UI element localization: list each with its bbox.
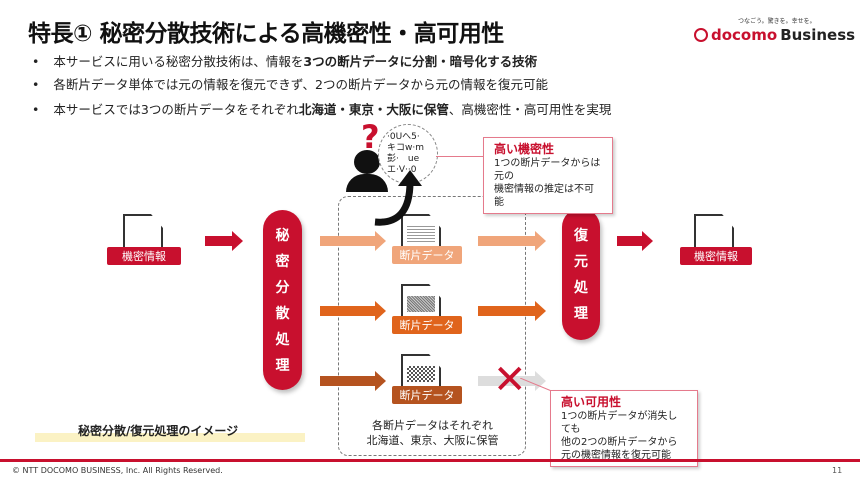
lost-cross-icon: ✕ <box>493 357 527 403</box>
process-char: 元 <box>574 254 588 270</box>
fragment-label: 断片データ <box>392 316 462 334</box>
diagram-caption: 秘密分散/復元処理のイメージ <box>78 424 239 438</box>
fragment-arrow-icon <box>478 301 546 321</box>
fragment-arrow-icon <box>320 231 386 251</box>
logo-sub: Business <box>780 26 856 44</box>
restore-process-pill: 復元処理 <box>562 208 600 340</box>
arrow-icon <box>617 231 653 251</box>
footer-divider <box>0 459 860 462</box>
input-label: 機密情報 <box>107 247 181 265</box>
bullet-item: •本サービスでは3つの断片データをそれぞれ北海道・東京・大阪に保管、高機密性・高… <box>32 102 612 117</box>
fragment-arrow-icon <box>320 301 386 321</box>
bullet-list: •本サービスに用いる秘密分散技術は、情報を3つの断片データに分割・暗号化する技術… <box>32 50 611 121</box>
process-char: 理 <box>275 358 290 374</box>
question-mark-icon: ? <box>361 118 380 156</box>
bullet-item: •本サービスに用いる秘密分散技術は、情報を3つの断片データに分割・暗号化する技術 <box>32 54 538 69</box>
page-number: 11 <box>832 466 843 475</box>
process-char: 復 <box>574 228 588 244</box>
process-char: 密 <box>275 254 290 270</box>
fragment-label: 断片データ <box>392 386 462 404</box>
curved-arrow-icon <box>374 170 422 226</box>
arrow-icon <box>205 231 243 251</box>
fragment-arrow-icon <box>478 371 546 391</box>
callout-connector <box>436 156 484 157</box>
process-char: 理 <box>574 306 588 322</box>
process-char: 処 <box>275 332 290 348</box>
confidentiality-callout: 高い機密性 1つの断片データからは元の機密情報の推定は不可能 <box>483 137 613 214</box>
process-char: 散 <box>275 306 290 322</box>
storage-region-box <box>338 196 526 456</box>
copyright: © NTT DOCOMO BUSINESS, Inc. All Rights R… <box>12 466 223 475</box>
callout-connector <box>520 378 555 393</box>
hacker-icon <box>346 150 388 192</box>
fragment-label: 断片データ <box>392 246 462 264</box>
logo-brand: docomo <box>711 26 778 44</box>
process-char: 処 <box>574 280 588 296</box>
bullet-item: •各断片データ単体では元の情報を復元できず、2つの断片データから元の情報を復元可… <box>32 77 548 92</box>
tagline: つなごう。驚きを。幸せを。 <box>738 18 816 25</box>
availability-callout: 高い可用性 1つの断片データが消失しても他の2つの断片データから元の機密情報を復… <box>550 390 698 467</box>
fragment-arrow-icon <box>320 371 386 391</box>
storage-note: 各断片データはそれぞれ北海道、東京、大阪に保管 <box>366 419 499 447</box>
process-char: 秘 <box>275 228 290 244</box>
split-process-pill: 秘密分散処理 <box>263 210 302 390</box>
caption-highlight <box>35 433 305 442</box>
fragment-arrow-icon <box>478 231 546 251</box>
output-label: 機密情報 <box>680 247 752 265</box>
process-char: 分 <box>275 280 290 296</box>
page-title: 特長① 秘密分散技術による高機密性・高可用性 <box>28 21 504 47</box>
logo-ring-icon <box>694 28 708 42</box>
